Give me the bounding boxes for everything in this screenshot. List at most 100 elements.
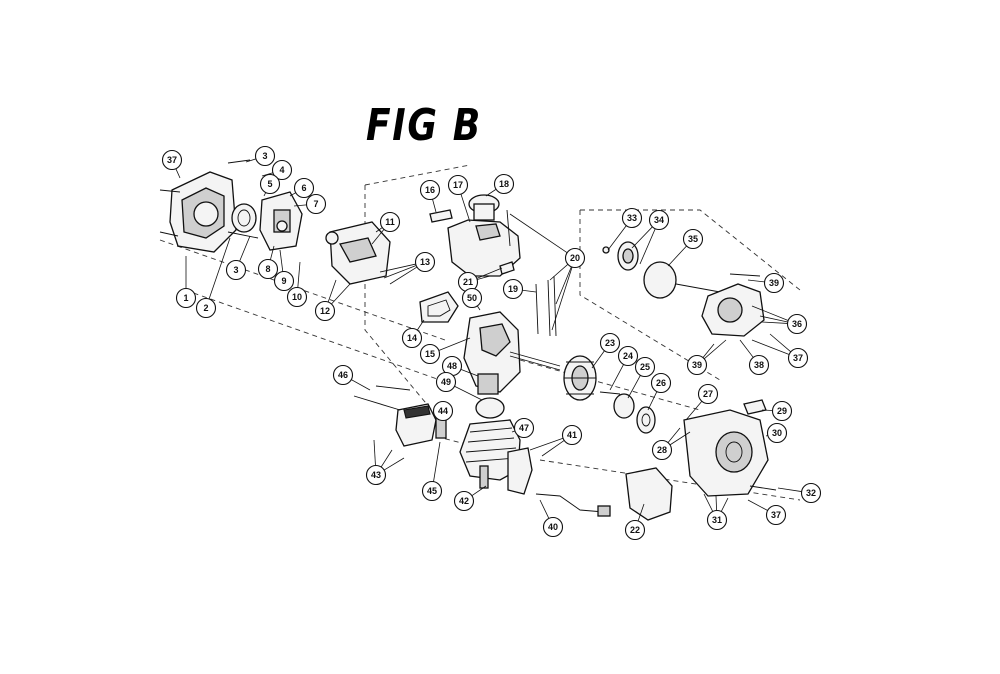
callout-33: 33 — [621, 207, 643, 229]
leader-line-43 — [373, 439, 376, 466]
callout-number: 19 — [508, 284, 518, 294]
callout-8: 8 — [257, 258, 279, 280]
callout-circle — [621, 207, 643, 229]
callout-number: 3 — [262, 151, 267, 161]
callout-circle — [365, 464, 387, 486]
callout-number: 17 — [453, 180, 463, 190]
callout-16: 16 — [419, 179, 441, 201]
wire-part — [535, 493, 611, 517]
clutch-washer-part — [599, 391, 656, 434]
callout-29: 29 — [771, 400, 793, 422]
leader-line-20 — [555, 266, 572, 305]
callout-number: 43 — [371, 470, 381, 480]
callout-37: 37 — [161, 149, 183, 171]
callout-number: 15 — [425, 349, 435, 359]
leader-line-23 — [591, 350, 605, 369]
leader-line-13 — [383, 265, 417, 279]
callout-39: 39 — [763, 272, 785, 294]
callout-number: 26 — [656, 378, 666, 388]
callout-39: 39 — [686, 354, 708, 376]
callout-14: 14 — [401, 327, 423, 349]
callout-circle — [748, 354, 770, 376]
leader-line-11 — [371, 229, 385, 245]
callout-17: 17 — [447, 174, 469, 196]
callout-circle — [648, 209, 670, 231]
callout-circle — [617, 345, 639, 367]
callout-42: 42 — [453, 490, 475, 512]
callout-circle — [286, 286, 308, 308]
callout-circle — [419, 179, 441, 201]
leader-line-33 — [607, 225, 627, 251]
callout-35: 35 — [682, 228, 704, 250]
screw-parts — [227, 159, 259, 239]
crankcase-part — [463, 311, 561, 393]
callout-48: 48 — [441, 355, 463, 377]
leader-line-37 — [769, 333, 792, 353]
callout-41: 41 — [561, 424, 583, 446]
leader-line-20 — [551, 266, 573, 331]
callout-number: 3 — [233, 265, 238, 275]
callout-circle — [175, 287, 197, 309]
callout-number: 24 — [623, 351, 633, 361]
callout-circle — [624, 519, 646, 541]
callout-38: 38 — [748, 354, 770, 376]
callout-number: 30 — [772, 428, 782, 438]
callout-22: 22 — [624, 519, 646, 541]
leader-line-37 — [751, 339, 790, 355]
callout-43: 43 — [365, 464, 387, 486]
callout-34: 34 — [648, 209, 670, 231]
leader-line-28 — [667, 427, 681, 443]
clutch-part — [602, 241, 721, 299]
callout-circle — [542, 516, 564, 538]
callout-5: 5 — [259, 173, 281, 195]
leader-line-9 — [279, 249, 284, 272]
leader-line-26 — [647, 391, 658, 411]
callout-circle — [293, 177, 315, 199]
leader-line-10 — [297, 261, 301, 288]
callout-number: 39 — [769, 278, 779, 288]
callout-15: 15 — [419, 343, 441, 365]
leader-line-34 — [631, 226, 653, 249]
callout-circle — [771, 400, 793, 422]
callout-number: 50 — [467, 293, 477, 303]
leader-line-35 — [667, 245, 687, 267]
callout-circle — [766, 422, 788, 444]
callout-circle — [273, 270, 295, 292]
leader-line-6 — [289, 192, 296, 197]
leader-line-45 — [433, 441, 441, 482]
leader-line-16 — [432, 199, 437, 213]
callout-circle — [435, 371, 457, 393]
callout-circle — [561, 424, 583, 446]
callout-3: 3 — [254, 145, 276, 167]
callout-circle — [800, 482, 822, 504]
leader-line-38 — [739, 339, 754, 358]
callout-number: 2 — [203, 303, 208, 313]
figure-title: FIG B — [366, 100, 482, 151]
callout-number: 8 — [265, 264, 270, 274]
callout-number: 25 — [640, 362, 650, 372]
callout-number: 28 — [657, 445, 667, 455]
flywheel-part — [563, 355, 597, 401]
callout-27: 27 — [697, 383, 719, 405]
callout-circle — [257, 258, 279, 280]
callout-47: 47 — [513, 417, 535, 439]
callout-circle — [634, 356, 656, 378]
callout-number: 32 — [806, 488, 816, 498]
callout-12: 12 — [314, 300, 336, 322]
callout-number: 4 — [279, 165, 284, 175]
callout-45: 45 — [421, 480, 443, 502]
callout-10: 10 — [286, 286, 308, 308]
leader-line-31 — [703, 493, 714, 512]
callout-number: 44 — [438, 406, 448, 416]
callout-number: 14 — [407, 333, 417, 343]
muffler-part — [353, 385, 447, 447]
callout-circle — [564, 247, 586, 269]
leader-line-17 — [460, 193, 471, 223]
leader-line-13 — [389, 266, 418, 285]
callout-circle — [271, 159, 293, 181]
callout-4: 4 — [271, 159, 293, 181]
leader-line-20 — [509, 213, 568, 254]
callout-36: 36 — [786, 313, 808, 335]
